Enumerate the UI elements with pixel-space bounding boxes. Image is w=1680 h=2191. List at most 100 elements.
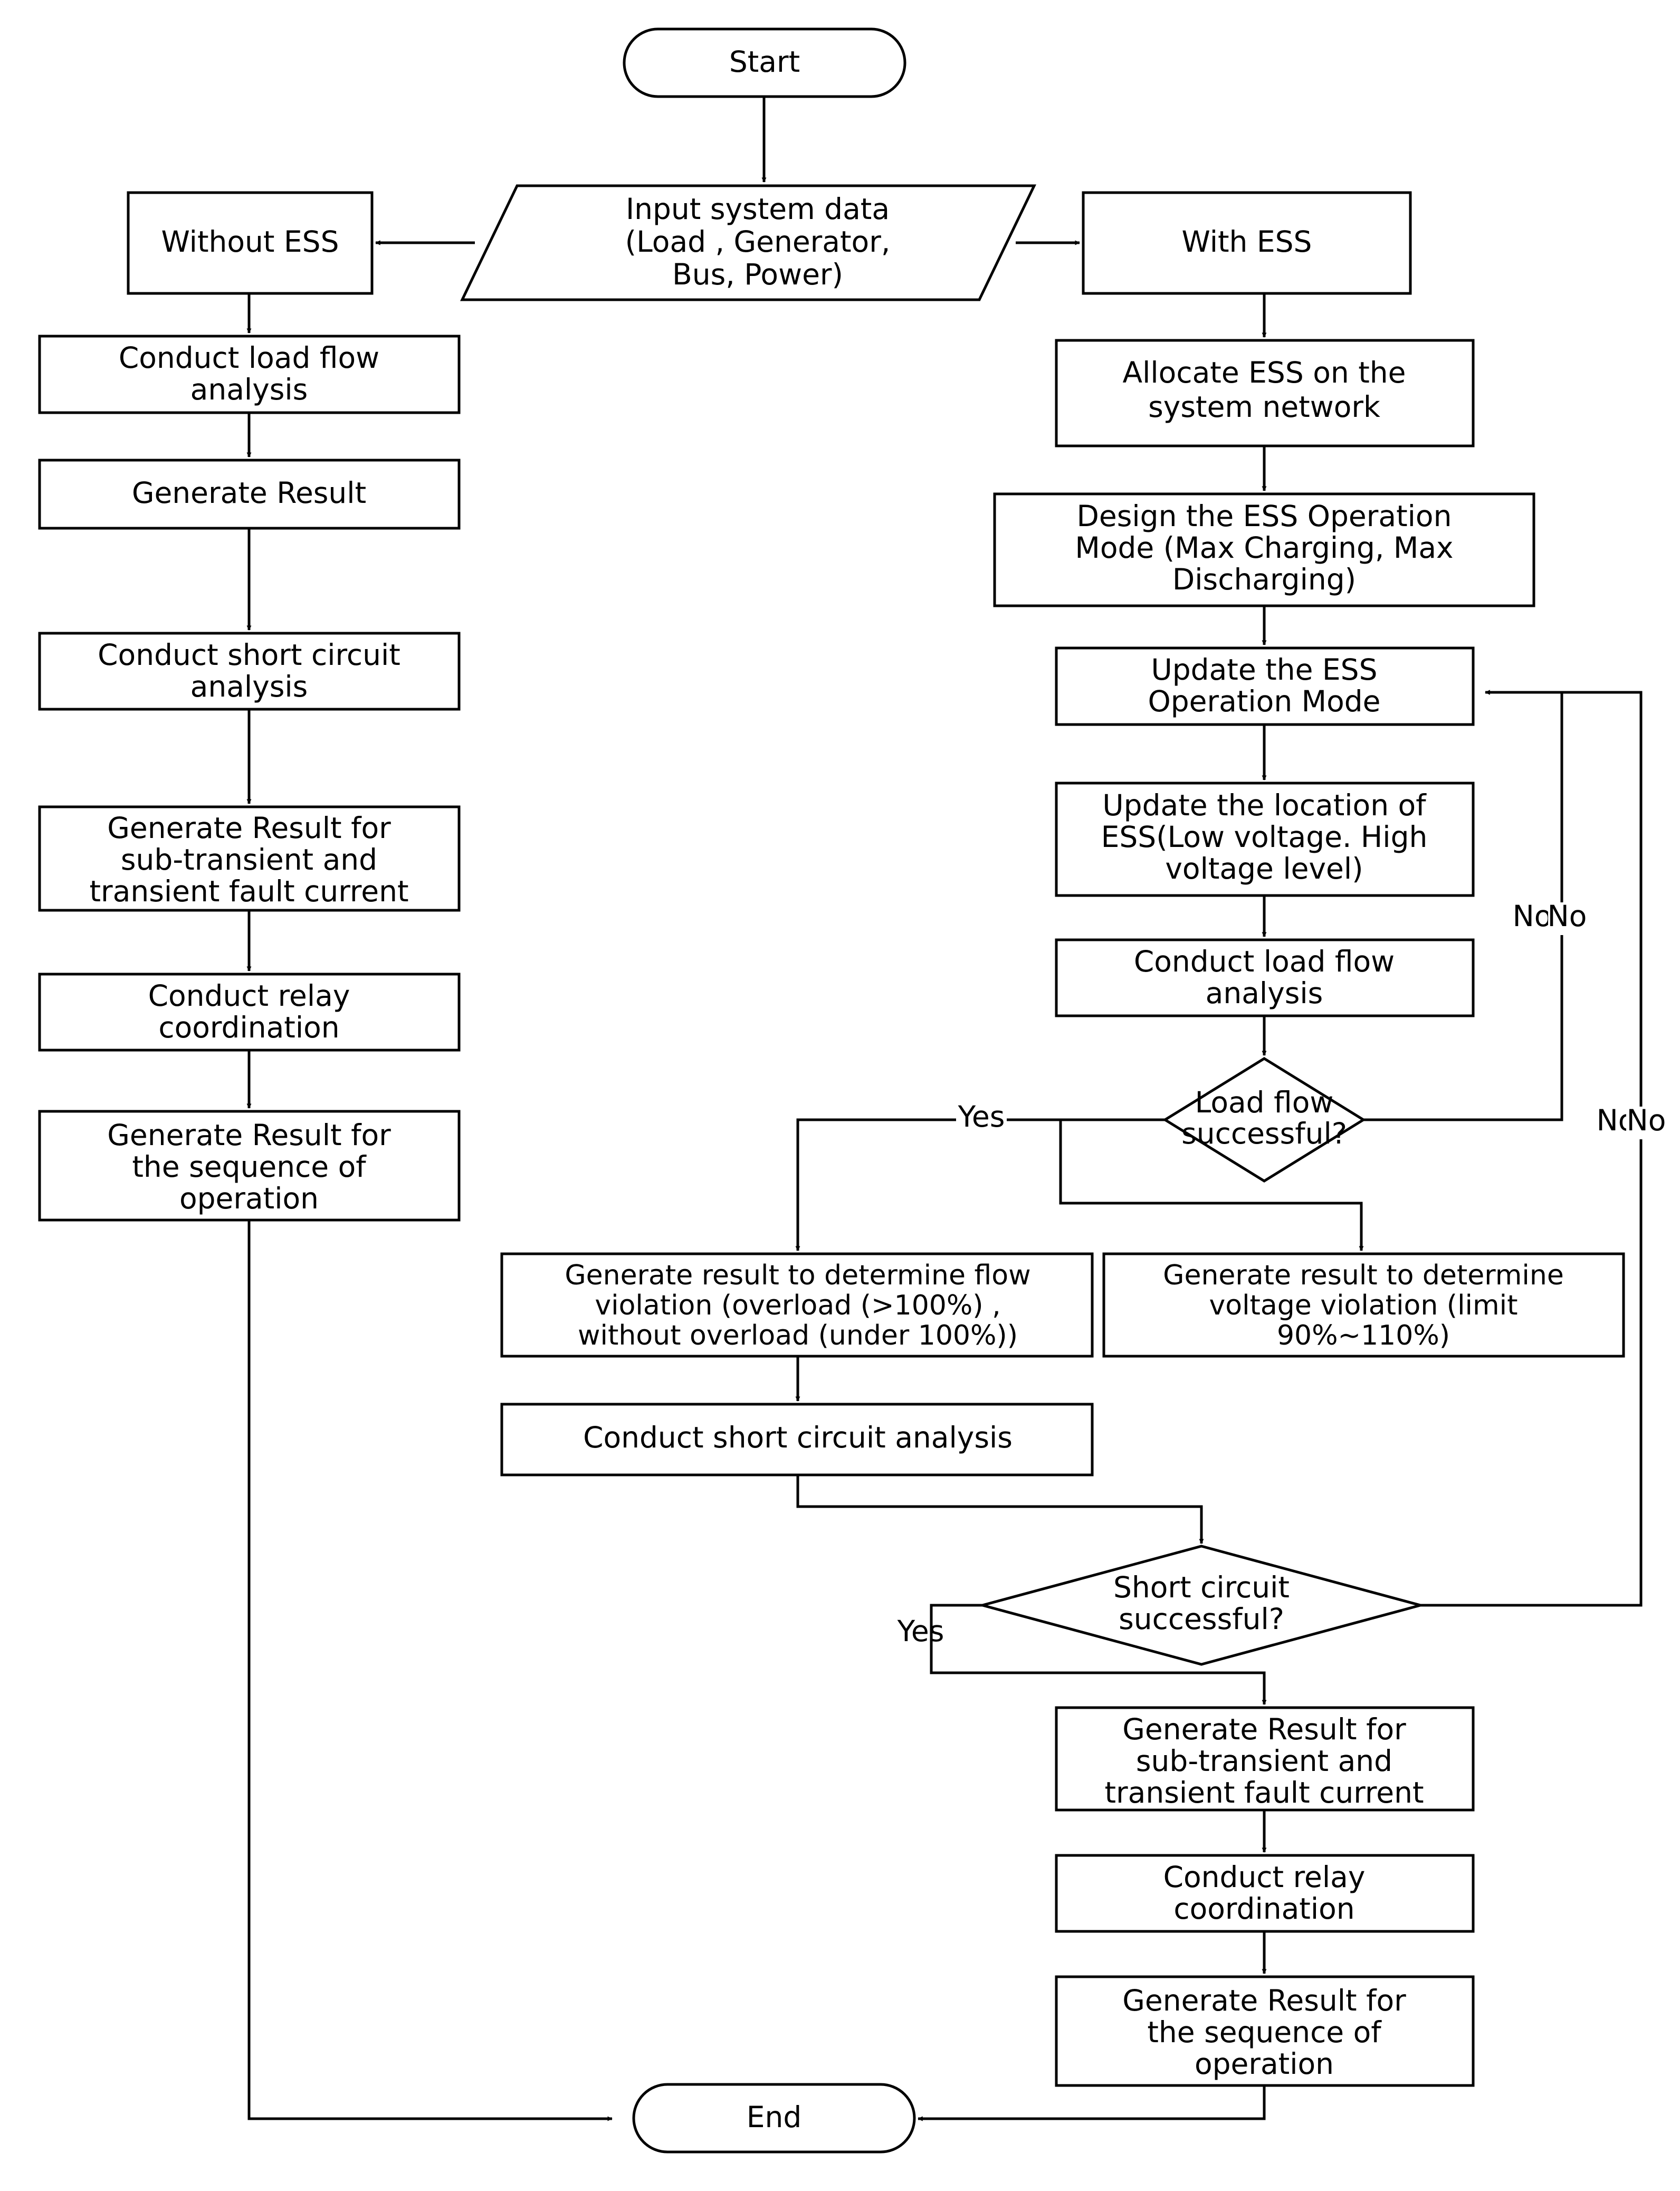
node-end[interactable]: End [632,2083,916,2154]
left-load-flow-shape [38,335,461,414]
node-allocate-ess[interactable]: Allocate ESS on the system network [1055,339,1475,447]
left-sequence-line-3: operation [179,1182,319,1215]
design-mode-line-1: Design the ESS Operation [1077,499,1452,533]
decision-load-flow-line-2: successful? [1181,1117,1347,1150]
left-sequence-shape [38,1110,461,1222]
flow-violation-line-1: Generate result to determine flow [565,1260,1030,1291]
left-relay-line-2: coordination [158,1011,339,1044]
node-right-sequence-of-operation[interactable]: Generate Result for the sequence of oper… [1055,1975,1475,2087]
update-mode-line-2: Operation Mode [1148,684,1380,718]
right-fault-current-shape [1055,1706,1475,1812]
node-left-load-flow[interactable]: Conduct load flow analysis [38,335,461,414]
input-line-2: (Load , Generator, [625,225,891,259]
node-left-relay-coordination[interactable]: Conduct relay coordination [38,973,461,1052]
node-conduct-short-circuit-analysis[interactable]: Conduct short circuit analysis [500,1403,1094,1476]
right-relay-line-2: coordination [1173,1892,1354,1926]
node-voltage-violation-result[interactable]: Generate result to determine voltage vio… [1102,1252,1625,1358]
edge-label-no-short-circuit-front: No [1627,1103,1666,1137]
update-location-line-3: voltage level) [1165,852,1363,885]
with-ess-shape [1082,191,1412,295]
right-sequence-line-3: operation [1195,2047,1334,2081]
right-fault-current-line-3: transient fault current [1104,1776,1424,1809]
right-relay-line-1: Conduct relay [1163,1860,1366,1894]
design-mode-shape [993,492,1535,607]
node-start[interactable]: Start [623,27,906,98]
decision-short-circuit-line-2: successful? [1119,1602,1284,1636]
right-fault-current-line-1: Generate Result for [1122,1712,1406,1746]
edge-label-yes-short-circuit: Yes [897,1614,944,1648]
design-mode-line-3: Discharging) [1172,563,1356,596]
left-relay-shape [38,973,461,1052]
left-fault-current-line-3: transient fault current [89,874,408,908]
without-ess-label: Without ESS [161,225,339,259]
allocate-ess-line-1: Allocate ESS on the [1123,356,1406,389]
left-fault-current-line-1: Generate Result for [107,811,391,845]
edge-label-group-front: Yes No No [958,899,1666,1137]
flow-violation-shape [500,1252,1094,1358]
node-right-fault-current[interactable]: Generate Result for sub-transient and tr… [1055,1706,1475,1812]
left-relay-line-1: Conduct relay [148,979,350,1013]
right-fault-current-line-2: sub-transient and [1136,1744,1392,1778]
right-load-flow-shape [1055,938,1475,1017]
right-relay-shape [1055,1854,1475,1933]
node-design-ess-operation-mode[interactable]: Design the ESS Operation Mode (Max Charg… [993,492,1535,607]
design-mode-line-2: Mode (Max Charging, Max [1075,531,1453,565]
left-sequence-line-2: the sequence of [132,1150,367,1184]
node-with-ess[interactable]: With ESS [1082,191,1412,295]
start-shape [623,27,906,98]
sc-analysis-shape [500,1403,1094,1476]
edge-label-backdrops [956,902,1666,1139]
edge-l6-to-end [247,1220,613,2121]
connector-group [246,97,1643,2121]
backdrop-yes-load-flow [956,1103,1007,1136]
node-update-ess-location[interactable]: Update the location of ESS(Low voltage. … [1055,782,1475,897]
node-left-short-circuit[interactable]: Conduct short circuit analysis [38,632,461,711]
node-right-load-flow[interactable]: Conduct load flow analysis [1055,938,1475,1017]
node-right-relay-coordination[interactable]: Conduct relay coordination [1055,1854,1475,1933]
left-sequence-line-1: Generate Result for [107,1118,391,1152]
node-left-sequence-of-operation[interactable]: Generate Result for the sequence of oper… [38,1110,461,1222]
node-decision-short-circuit-successful[interactable]: Short circuit successful? [977,1545,1426,1666]
decision-short-circuit-line-1: Short circuit [1113,1570,1290,1604]
update-location-line-2: ESS(Low voltage. High [1101,820,1428,854]
left-short-circuit-line-1: Conduct short circuit [98,638,400,672]
update-mode-line-1: Update the ESS [1151,653,1378,687]
input-shape [460,184,1036,301]
left-generate-result-shape [38,459,461,530]
update-mode-shape [1055,646,1475,726]
decision-load-flow-line-1: Load flow [1195,1085,1334,1119]
end-shape [632,2083,916,2154]
left-load-flow-line-2: analysis [190,373,308,406]
allocate-ess-shape [1055,339,1475,447]
update-location-line-1: Update the location of [1102,788,1427,822]
allocate-ess-line-2: system network [1148,390,1380,424]
start-label: Start [729,45,800,79]
right-sequence-line-1: Generate Result for [1122,1984,1406,2017]
node-flow-violation-result[interactable]: Generate result to determine flow violat… [500,1252,1094,1358]
node-update-ess-operation-mode[interactable]: Update the ESS Operation Mode [1055,646,1475,726]
right-sequence-line-2: the sequence of [1147,2015,1382,2049]
node-left-generate-result[interactable]: Generate Result [38,459,461,530]
update-location-shape [1055,782,1475,897]
edge-d1-yes-to-flow-violation [795,1118,1165,1251]
without-ess-shape [127,191,374,295]
end-label: End [747,2100,802,2134]
node-left-fault-current[interactable]: Generate Result for sub-transient and tr… [38,805,461,912]
voltage-violation-line-3: 90%~110%) [1277,1320,1450,1351]
edge-label-yes-load-flow-front: Yes [958,1100,1005,1133]
node-without-ess[interactable]: Without ESS [127,191,374,295]
edge-d2-yes-to-r6 [930,1604,1267,1705]
left-generate-result-label: Generate Result [132,476,366,510]
voltage-violation-line-2: voltage violation (limit [1209,1290,1518,1321]
right-load-flow-line-2: analysis [1206,976,1323,1010]
node-input-system-data[interactable]: Input system data (Load , Generator, Bus… [460,184,1036,301]
edge-label-no-load-flow-front: No [1548,899,1587,933]
input-line-3: Bus, Power) [672,258,843,291]
edge-r8-to-end [918,2085,1266,2121]
flow-violation-line-3: without overload (under 100%)) [578,1320,1018,1351]
voltage-violation-line-1: Generate result to determine [1163,1260,1564,1291]
left-short-circuit-shape [38,632,461,711]
node-decision-load-flow-successful[interactable]: Load flow successful? [1162,1057,1366,1183]
right-sequence-shape [1055,1975,1475,2087]
